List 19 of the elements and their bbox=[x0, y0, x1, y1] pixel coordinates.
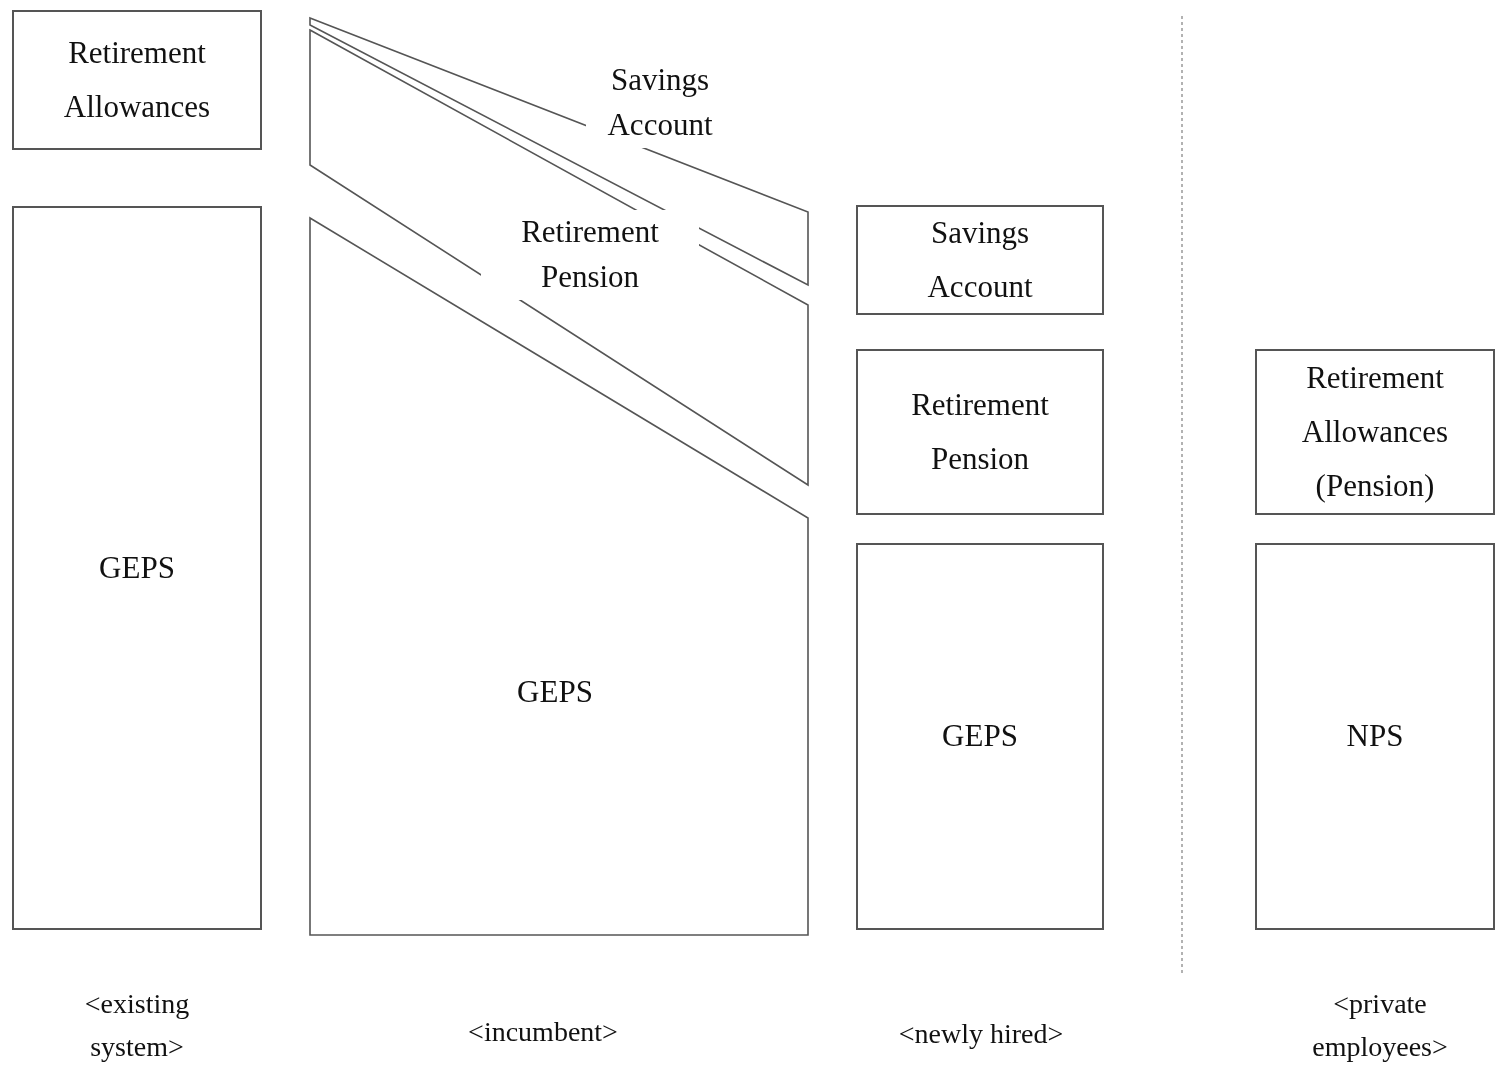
node-text: GEPS bbox=[98, 548, 176, 587]
block-box bbox=[856, 205, 1104, 315]
block-box bbox=[1255, 543, 1495, 930]
block-box bbox=[856, 543, 1104, 930]
block-box bbox=[12, 10, 262, 150]
node-text: Retirement Allowances (Pension) bbox=[1300, 358, 1450, 506]
block-box bbox=[1255, 349, 1495, 515]
block-box bbox=[856, 349, 1104, 515]
column-label: <newly hired> bbox=[897, 1017, 1065, 1051]
node-text: Retirement Pension bbox=[481, 210, 699, 300]
node-text: Retirement Allowances bbox=[62, 33, 212, 126]
node-text: Savings Account bbox=[926, 213, 1034, 306]
block-box bbox=[12, 206, 262, 930]
column-label: <private employees> bbox=[1311, 987, 1449, 1065]
column-label: <incumbent> bbox=[467, 1015, 619, 1049]
node-text: GEPS bbox=[941, 717, 1019, 756]
column-label: <existing system> bbox=[83, 987, 191, 1065]
node-text: NPS bbox=[1345, 717, 1405, 756]
node-text: Retirement Pension bbox=[910, 385, 1050, 478]
